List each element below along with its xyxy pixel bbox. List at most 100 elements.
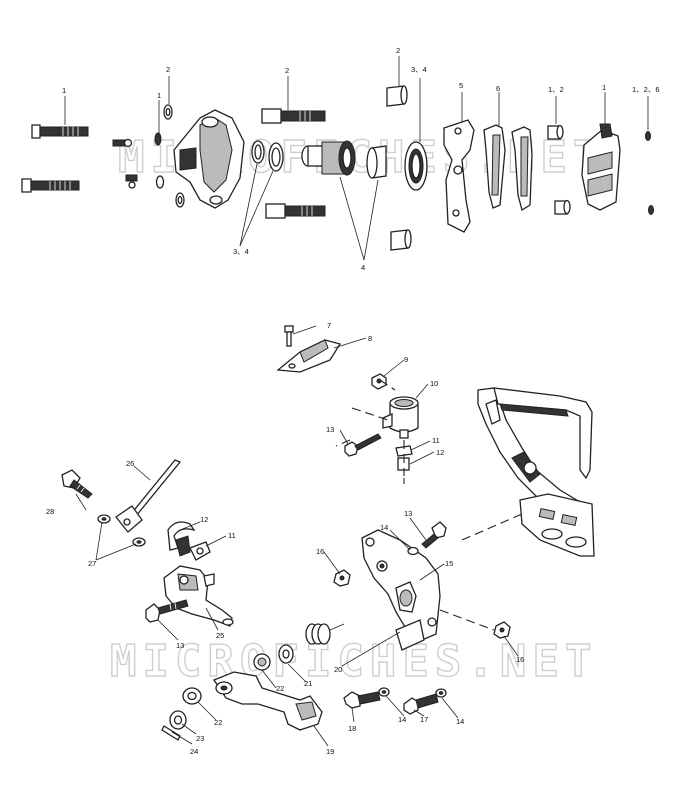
washer-small-1 [163, 104, 173, 120]
callout-26: 26 [126, 459, 134, 468]
fluid-reservoir-10 [382, 396, 419, 439]
washer-14-a [378, 687, 390, 697]
cotter-pin-24 [161, 725, 181, 741]
caliper-pin-upper [261, 108, 326, 124]
callout-1-2-6: 1、2、6 [632, 85, 660, 94]
hose-clamp-8 [276, 339, 342, 373]
master-cylinder-25 [163, 565, 234, 627]
washer-21 [278, 644, 294, 664]
callout-16-left: 16 [316, 547, 324, 556]
callout-14-top: 14 [380, 523, 388, 532]
oring-upper [645, 131, 651, 141]
callout-24: 24 [190, 747, 198, 756]
bolt-18 [343, 691, 381, 709]
brake-rod-26 [115, 459, 182, 533]
piston-sleeve [366, 145, 387, 179]
oring-lower [648, 205, 654, 215]
brake-pedal-19 [213, 671, 323, 731]
bleeder-screw-upper [112, 138, 133, 148]
caliper-body-left [173, 109, 245, 209]
callout-14-a: 14 [398, 715, 406, 724]
callout-28: 28 [46, 507, 54, 516]
bolt-17 [403, 693, 439, 715]
callout-22-lower: 22 [214, 718, 222, 727]
callout-15: 15 [445, 559, 453, 568]
washer-14-top [407, 546, 419, 556]
callout-11-clamp: 11 [228, 531, 236, 540]
callout-10: 10 [430, 379, 438, 388]
bushing-upper [386, 85, 408, 107]
callout-1-bolt: 1 [62, 86, 66, 95]
callout-1-2-pin: 1、2 [548, 85, 564, 94]
clamp-11-reservoir [395, 445, 413, 457]
caliper-assembly [21, 56, 654, 261]
brake-pad-inner [483, 124, 506, 209]
piston-seal-large [404, 141, 428, 191]
callout-7: 7 [327, 321, 331, 330]
bolt-13-master [145, 599, 189, 623]
callout-19: 19 [326, 747, 334, 756]
callout-5-bracket: 5 [459, 81, 463, 90]
brake-pedal-assembly [61, 325, 595, 747]
callout-1-washer: 1 [157, 91, 161, 100]
bushing-lower [390, 229, 412, 251]
callouts-top: 1 2 1 2 2 3、4 5 6 1、2 1 1、2、6 3、4 4 [62, 46, 660, 272]
slide-pin-lower [554, 199, 571, 215]
nut-16-left [333, 569, 351, 587]
callout-17: 17 [420, 715, 428, 724]
bleeder-screw-lower [125, 174, 138, 189]
callout-8: 8 [368, 334, 372, 343]
bolt-28 [61, 469, 93, 499]
hose-12 [167, 521, 196, 557]
callout-3-4-seal: 3、4 [411, 65, 427, 74]
washer-23 [169, 710, 187, 730]
callout-18: 18 [348, 724, 356, 733]
callout-2-pin: 2 [285, 66, 289, 75]
pedal-plate-15 [361, 529, 441, 651]
callout-14-b: 14 [456, 717, 464, 726]
caliper-body-right [581, 123, 621, 211]
washer-small-2 [154, 132, 162, 146]
callout-2-bushing: 2 [396, 46, 400, 55]
caliper-pin-lower [265, 203, 326, 219]
callout-20: 20 [334, 665, 342, 674]
caliper-bolt-upper [31, 124, 89, 139]
callout-13-reservoir: 13 [326, 425, 334, 434]
clamp-11 [189, 541, 211, 561]
callout-3-4-lower: 3、4 [233, 247, 249, 256]
callout-1-caliper: 1 [602, 83, 606, 92]
callout-22-upper: 22 [276, 684, 284, 693]
washer-27-a [97, 514, 111, 524]
nut-16-right [493, 621, 511, 639]
caliper-piston [301, 140, 356, 176]
caliper-bracket [443, 119, 475, 233]
bolt-13-reservoir [344, 433, 382, 457]
bolt-13-plate [421, 521, 447, 549]
callout-27: 27 [88, 559, 96, 568]
piston-seal-2 [268, 142, 284, 172]
watermark-lower: MICROFICHES.NET [110, 636, 597, 687]
callout-21: 21 [304, 679, 312, 688]
washer-small-3 [155, 175, 165, 189]
callout-23: 23 [196, 734, 204, 743]
callout-13-master: 13 [176, 641, 184, 650]
brake-pad-outer [511, 126, 533, 212]
bolt-7 [284, 325, 294, 347]
nut-9 [371, 373, 387, 390]
return-spring-20 [305, 623, 345, 645]
washer-small-4 [175, 192, 185, 208]
callout-16-right: 16 [516, 655, 524, 664]
callout-9: 9 [404, 355, 408, 364]
frame-section [477, 387, 595, 557]
callout-13-plate: 13 [404, 509, 412, 518]
callout-12-hose: 12 [200, 515, 208, 524]
callout-25: 25 [216, 631, 224, 640]
callout-4-lower: 4 [361, 263, 365, 272]
piston-seal-1 [251, 140, 265, 164]
slide-pin-upper [547, 124, 564, 140]
callout-12-reservoir: 12 [436, 448, 444, 457]
callout-2-washer: 2 [166, 65, 170, 74]
caliper-bolt-lower [21, 178, 80, 193]
washer-22-lower [182, 687, 202, 705]
